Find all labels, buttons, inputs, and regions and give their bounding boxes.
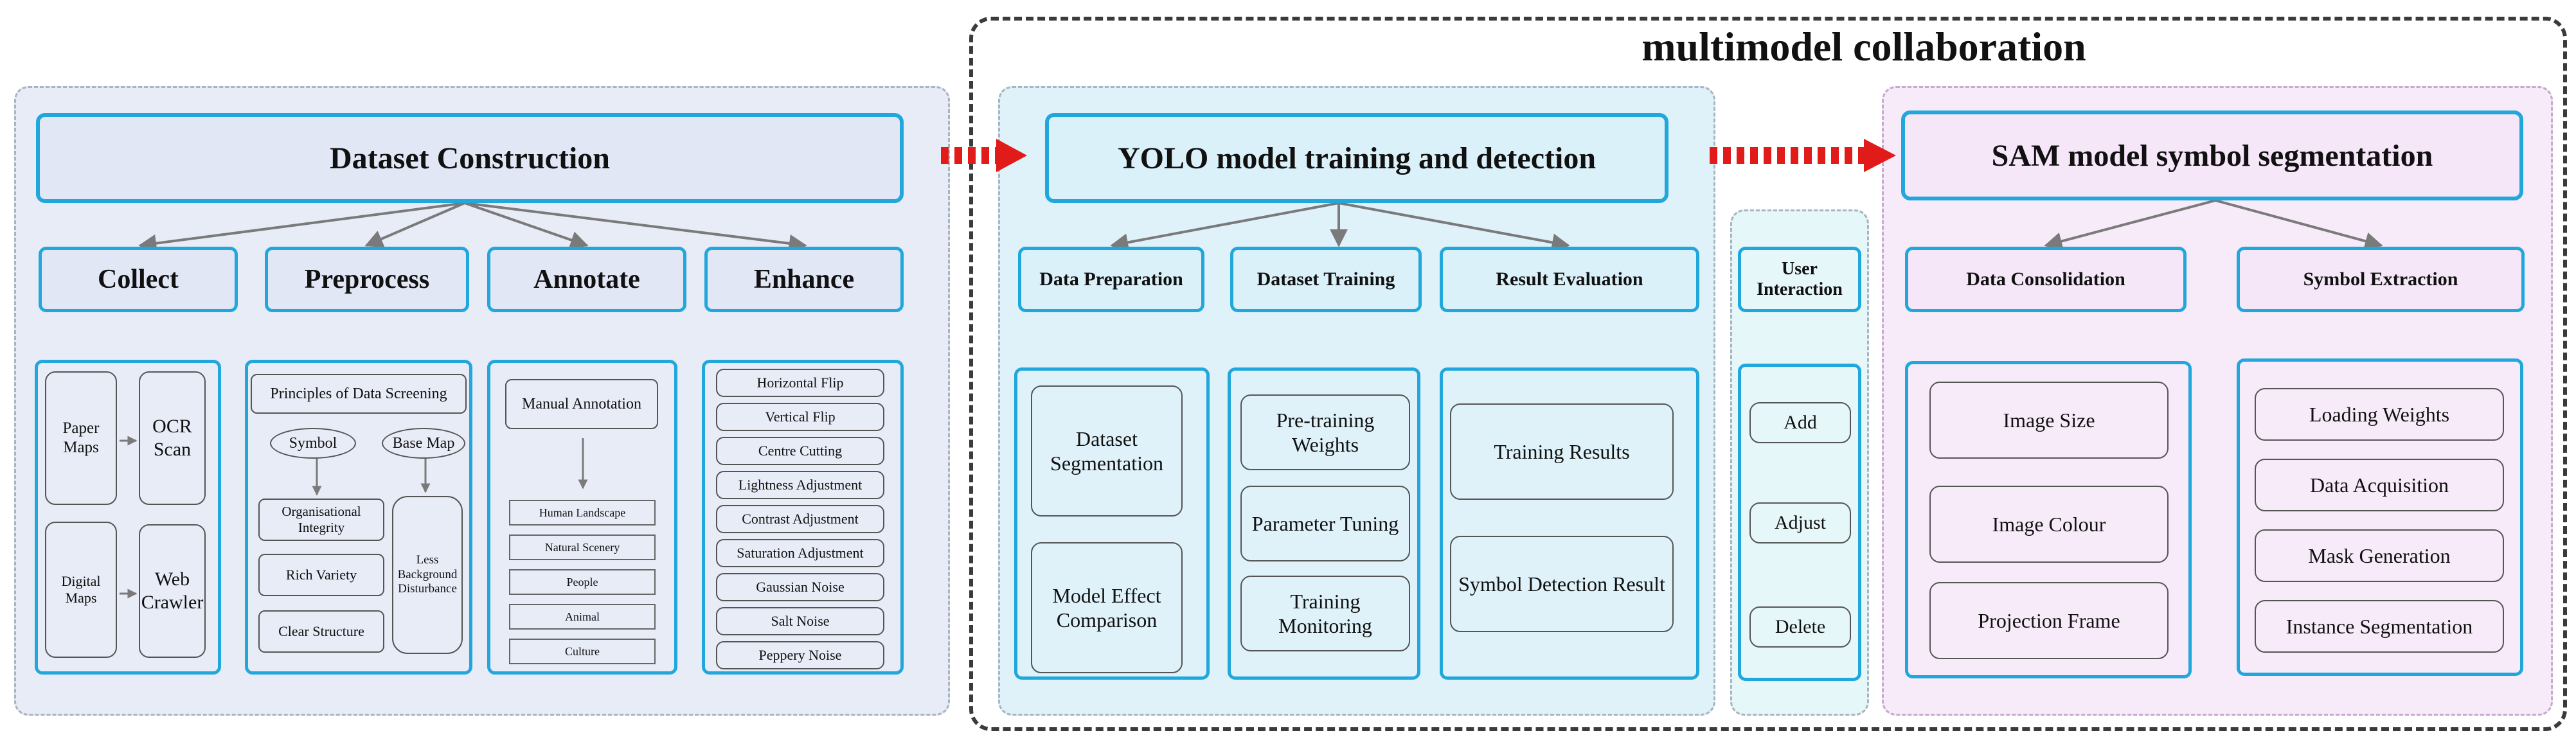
stage-symbol-extraction: Symbol Extraction xyxy=(2237,247,2525,312)
loading-weights-item: Loading Weights xyxy=(2255,388,2504,441)
yolo-title: YOLO model training and detection xyxy=(1045,113,1668,203)
sam-title: SAM model symbol segmentation xyxy=(1901,110,2523,200)
multimodel-collaboration-frame xyxy=(969,17,2567,731)
pre-training-weights-item: Pre-training Weights xyxy=(1240,394,1410,470)
lightness-adjustment-item: Lightness Adjustment xyxy=(716,471,884,499)
digital-maps-item: Digital Maps xyxy=(45,522,117,658)
peppery-noise-item: Peppery Noise xyxy=(716,641,884,669)
collect-container xyxy=(35,360,221,675)
natural-scenery-item: Natural Scenery xyxy=(509,534,656,560)
gaussian-noise-item: Gaussian Noise xyxy=(716,573,884,601)
data-acquisition-item: Data Acquisition xyxy=(2255,459,2504,511)
dataset-construction-title: Dataset Construction xyxy=(36,113,904,203)
human-landscape-item: Human Landscape xyxy=(509,500,656,526)
projection-frame-item: Projection Frame xyxy=(1929,582,2169,659)
annotate-container xyxy=(487,360,677,675)
model-effect-comparison-item: Model Effect Comparison xyxy=(1031,542,1183,673)
enhance-container xyxy=(702,360,904,675)
contrast-adjustment-item: Contrast Adjustment xyxy=(716,505,884,533)
delete-button[interactable]: Delete xyxy=(1749,606,1851,648)
stage-preprocess: Preprocess xyxy=(265,247,469,312)
symbol-detection-result-item: Symbol Detection Result xyxy=(1450,536,1674,632)
paper-maps-item: Paper Maps xyxy=(45,371,117,505)
result-evaluation-container xyxy=(1440,367,1699,680)
less-background-disturbance-item: Less Background Disturbance xyxy=(392,496,463,654)
image-size-item: Image Size xyxy=(1929,382,2169,459)
clear-structure-item: Clear Structure xyxy=(258,610,384,653)
add-button[interactable]: Add xyxy=(1749,402,1851,443)
multimodel-collaboration-title: multimodel collaboration xyxy=(1641,24,2086,69)
symbol-extraction-container xyxy=(2237,358,2523,676)
culture-item: Culture xyxy=(509,639,656,664)
centre-cutting-item: Centre Cutting xyxy=(716,437,884,465)
data-screening-principles: Principles of Data Screening xyxy=(251,374,467,414)
training-monitoring-item: Training Monitoring xyxy=(1240,576,1410,651)
stage-enhance: Enhance xyxy=(704,247,904,312)
stage-annotate: Annotate xyxy=(487,247,686,312)
dataset-segmentation-item: Dataset Segmentation xyxy=(1031,385,1183,517)
adjust-button[interactable]: Adjust xyxy=(1749,502,1851,543)
base-map-node: Base Map xyxy=(382,428,465,459)
mask-generation-item: Mask Generation xyxy=(2255,529,2504,582)
preprocess-container xyxy=(245,360,472,675)
instance-segmentation-item: Instance Segmentation xyxy=(2255,600,2504,653)
symbol-node: Symbol xyxy=(270,428,356,459)
training-results-item: Training Results xyxy=(1450,403,1674,500)
organisational-integrity-item: Organisational Integrity xyxy=(258,499,384,541)
parameter-tuning-item: Parameter Tuning xyxy=(1240,486,1410,561)
stage-result-evaluation: Result Evaluation xyxy=(1440,247,1699,312)
user-interaction-title: User Interaction xyxy=(1738,247,1861,312)
stage-dataset-training: Dataset Training xyxy=(1230,247,1422,312)
salt-noise-item: Salt Noise xyxy=(716,607,884,635)
data-preparation-container xyxy=(1014,367,1210,680)
web-crawler-item: Web Crawler xyxy=(139,524,206,658)
user-interaction-container xyxy=(1738,364,1861,681)
animal-item: Animal xyxy=(509,604,656,630)
saturation-adjustment-item: Saturation Adjustment xyxy=(716,539,884,567)
flow-arrows xyxy=(941,139,1896,172)
people-item: People xyxy=(509,569,656,595)
dataset-training-container xyxy=(1228,367,1420,680)
horizontal-flip-item: Horizontal Flip xyxy=(716,369,884,397)
manual-annotation-item: Manual Annotation xyxy=(505,379,658,429)
stage-collect: Collect xyxy=(39,247,238,312)
stage-data-preparation: Data Preparation xyxy=(1018,247,1204,312)
rich-variety-item: Rich Variety xyxy=(258,554,384,596)
data-consolidation-container xyxy=(1905,361,2192,678)
image-colour-item: Image Colour xyxy=(1929,486,2169,563)
stage-data-consolidation: Data Consolidation xyxy=(1905,247,2187,312)
vertical-flip-item: Vertical Flip xyxy=(716,403,884,431)
ocr-scan-item: OCR Scan xyxy=(139,371,206,505)
